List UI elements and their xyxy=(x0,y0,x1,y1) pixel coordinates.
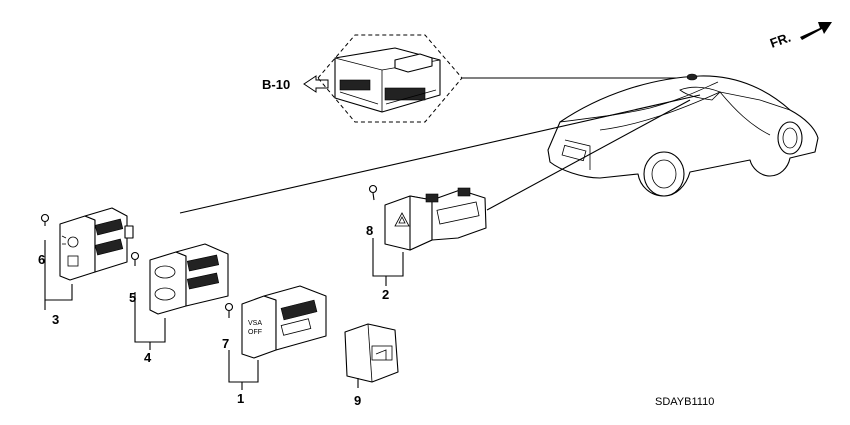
callout-1: 1 xyxy=(237,391,244,406)
part-hazard-switch xyxy=(384,187,487,251)
ref-arrow-icon xyxy=(303,75,329,93)
front-arrow-icon xyxy=(800,22,832,40)
callout-9: 9 xyxy=(354,393,361,408)
vsa-text: VSA xyxy=(248,320,262,327)
screw-6 xyxy=(40,213,50,226)
off-text: OFF xyxy=(248,329,262,336)
screw-7 xyxy=(224,302,234,318)
part-vsa-switch: VSA OFF xyxy=(241,285,327,359)
control-unit xyxy=(334,47,441,113)
callout-3: 3 xyxy=(52,312,59,327)
screw-8 xyxy=(368,184,378,201)
diagram-code: SDAYB1110 xyxy=(655,396,714,408)
callout-6: 6 xyxy=(38,252,45,267)
leader-lines xyxy=(44,238,404,390)
vehicle-outline xyxy=(547,73,819,197)
callout-numbers: 1 2 3 4 5 6 7 8 9 xyxy=(38,223,389,408)
part-dual-switch xyxy=(149,243,229,315)
callout-7: 7 xyxy=(222,336,229,351)
ref-label: B-10 xyxy=(262,77,290,92)
callout-2: 2 xyxy=(382,287,389,302)
front-direction-indicator: FR. xyxy=(768,22,832,51)
callout-8: 8 xyxy=(366,223,373,238)
screw-5 xyxy=(130,251,140,266)
part-fog-switch xyxy=(59,207,134,281)
callout-5: 5 xyxy=(129,290,136,305)
callout-4: 4 xyxy=(144,350,152,365)
part-blank-cover xyxy=(344,323,399,383)
control-unit-group: B-10 xyxy=(262,34,690,123)
front-label: FR. xyxy=(768,30,793,51)
